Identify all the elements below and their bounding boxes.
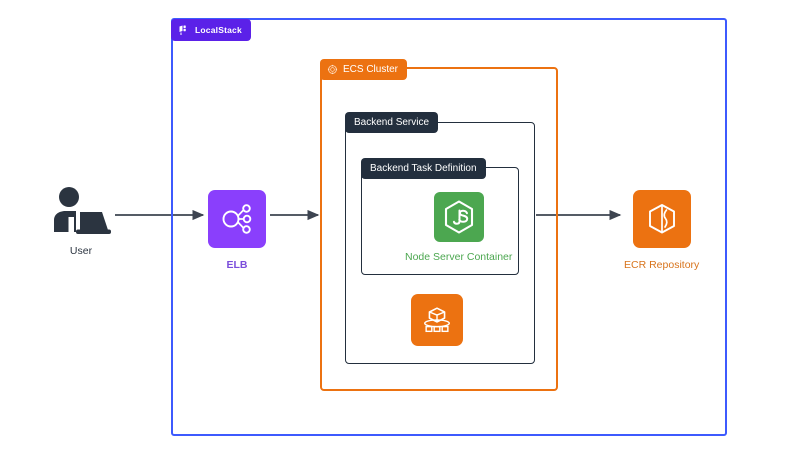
elb-icon [222, 204, 252, 234]
ecs-task-tile [411, 294, 463, 346]
backend-task-definition-label: Backend Task Definition [370, 163, 477, 174]
localstack-logo-icon [179, 25, 186, 35]
localstack-label: LocalStack [195, 25, 242, 35]
ecs-cluster-icon [327, 64, 338, 75]
ecr-repository-label: ECR Repository [624, 259, 700, 271]
nodejs-tile [433, 192, 484, 242]
node-ecr-repository[interactable]: ECR Repository [624, 190, 699, 271]
ecs-container-icon [424, 307, 450, 333]
ecs-cluster-boundary [320, 67, 558, 391]
nodejs-logo-icon [444, 200, 473, 234]
ecr-tile [632, 190, 691, 248]
ecs-cluster-badge[interactable]: ECS Cluster [320, 59, 408, 80]
user-label: User [69, 245, 93, 257]
node-elb[interactable]: ELB [208, 190, 266, 271]
backend-service-label: Backend Service [354, 117, 430, 128]
user-laptop-icon [54, 187, 111, 234]
backend-service-badge[interactable]: Backend Service [345, 112, 439, 133]
node-user[interactable]: User [50, 186, 112, 257]
ecr-repository-icon [648, 204, 675, 234]
node-server-container[interactable]: Node Server Container [405, 192, 512, 263]
backend-task-definition-badge[interactable]: Backend Task Definition [361, 158, 486, 179]
ecs-cluster-label: ECS Cluster [343, 64, 399, 75]
localstack-badge[interactable]: LocalStack [171, 19, 251, 41]
localstack-boundary [171, 18, 727, 436]
elb-tile [208, 190, 266, 248]
elb-label: ELB [226, 259, 248, 271]
node-ecs-task-icon[interactable] [411, 294, 463, 357]
node-server-container-label: Node Server Container [405, 251, 513, 263]
